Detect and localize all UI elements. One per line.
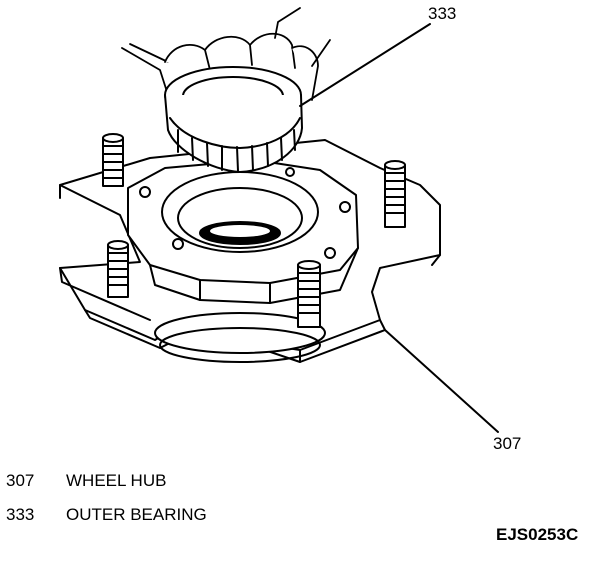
legend-row: 307 WHEEL HUB <box>6 471 166 491</box>
leader-line-333 <box>299 23 431 107</box>
hand <box>121 7 331 116</box>
outer-bearing <box>164 66 303 173</box>
legend-label: OUTER BEARING <box>66 505 207 524</box>
figure-code: EJS0253C <box>496 525 579 544</box>
legend-number: 307 <box>6 471 35 490</box>
wheel-studs <box>102 133 406 328</box>
wheel-hub <box>59 133 441 363</box>
callout-333: 333 <box>428 4 457 23</box>
legend-row: 333 OUTER BEARING <box>6 505 207 525</box>
callout-307: 307 <box>493 434 522 453</box>
legend-label: WHEEL HUB <box>66 471 167 490</box>
legend-number: 333 <box>6 505 35 524</box>
leader-line-307 <box>384 329 499 433</box>
